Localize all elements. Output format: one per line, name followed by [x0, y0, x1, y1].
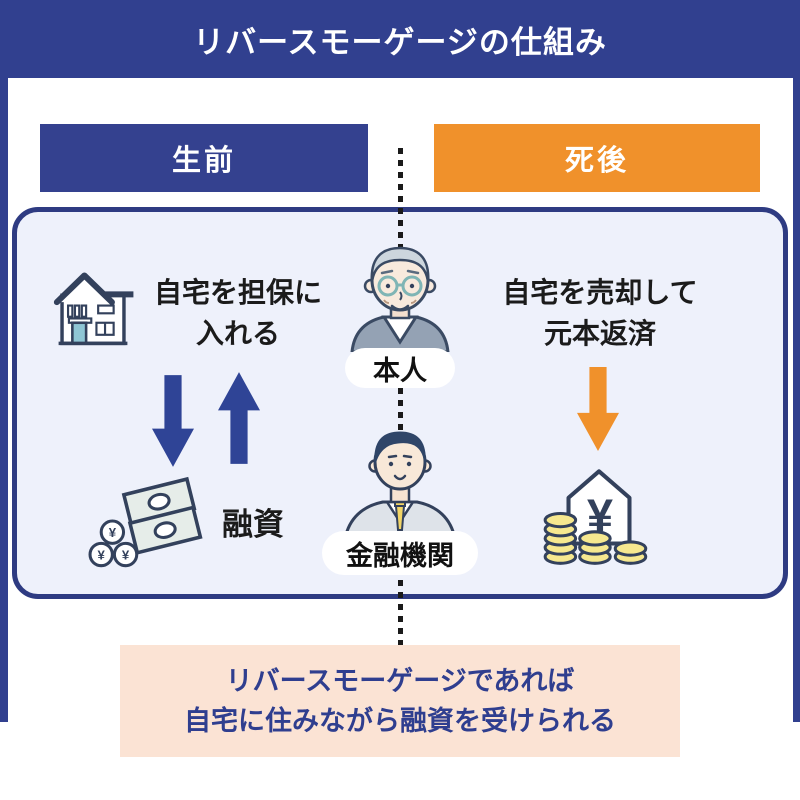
sell-text: 自宅を売却して 元本返済 — [470, 272, 730, 354]
person-label: 本人 — [373, 355, 427, 386]
orange-down-arrow-icon — [577, 367, 619, 451]
coin-yen-glyph: ¥ — [109, 525, 117, 540]
elderly-man-illustration — [350, 246, 450, 352]
collateral-line2: 入れる — [195, 318, 280, 349]
phase-label-before-death: 生前 — [40, 124, 368, 192]
summary-note: リバースモーゲージであれば 自宅に住みながら融資を受けられる — [120, 645, 680, 757]
note-line2: 自宅に住みながら融資を受けられる — [184, 706, 616, 736]
banknotes-coins-icon: ¥ ¥ ¥ — [88, 476, 203, 568]
collateral-text: 自宅を担保に 入れる — [138, 272, 338, 354]
phase-after-text: 死後 — [564, 145, 629, 177]
institution-pill: 金融機関 — [322, 531, 478, 575]
house-yen-coins-icon: ¥ — [543, 469, 648, 565]
dotted-divider — [398, 148, 403, 645]
coin-yen-glyph: ¥ — [122, 548, 130, 563]
sell-line1: 自宅を売却して — [502, 277, 698, 308]
sell-line2: 元本返済 — [543, 318, 656, 349]
frame-border-bottom — [0, 0, 800, 10]
frame-border-right — [793, 0, 800, 722]
collateral-line1: 自宅を担保に — [153, 277, 322, 308]
coin-stacks — [543, 511, 648, 565]
institution-label: 金融機関 — [346, 540, 454, 571]
coin-yen-glyph: ¥ — [98, 548, 106, 563]
down-arrow-icon — [152, 375, 194, 467]
banker-illustration — [343, 431, 457, 539]
house-icon — [53, 272, 134, 346]
up-arrow-icon — [218, 372, 260, 464]
title-bar: リバースモーゲージの仕組み — [0, 0, 800, 78]
loan-label: 融資 — [222, 507, 284, 542]
frame-border-left — [0, 0, 8, 722]
note-line1: リバースモーゲージであれば — [225, 666, 575, 696]
phase-label-after-death: 死後 — [434, 124, 760, 192]
phase-before-text: 生前 — [171, 145, 236, 177]
page-title: リバースモーゲージの仕組み — [193, 24, 607, 60]
person-pill: 本人 — [345, 348, 455, 388]
